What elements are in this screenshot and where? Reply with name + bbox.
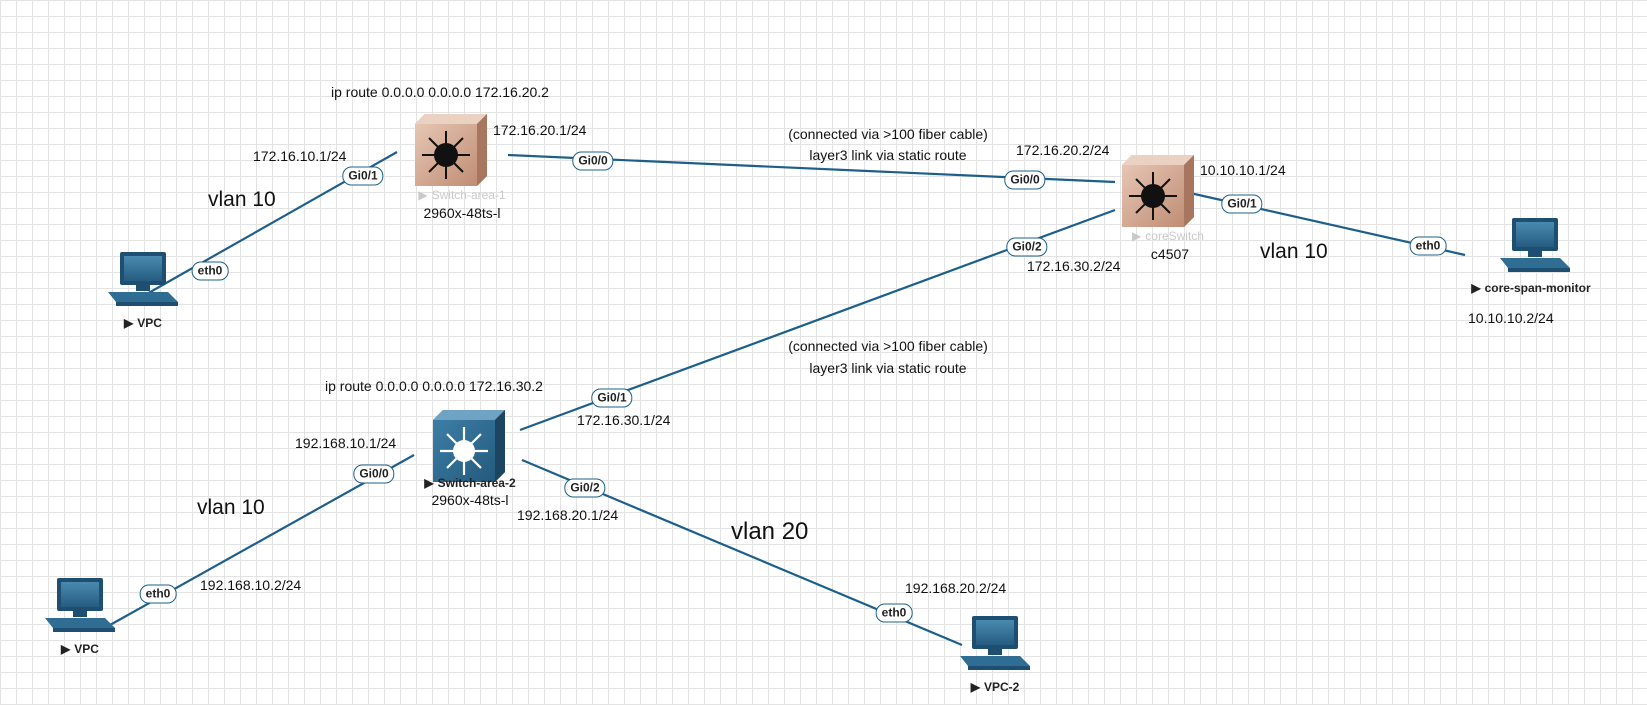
ip-label-10-10-10-1: 10.10.10.1/24 (1200, 162, 1286, 178)
core-span-monitor-name-text: core-span-monitor (1484, 281, 1591, 295)
ip-label-192-168-20-2: 192.168.20.2/24 (905, 580, 1007, 596)
layer3-switch-icon[interactable] (1122, 155, 1194, 227)
vlan-label-bottom-right: vlan 20 (731, 518, 809, 545)
play-triangle-icon: ▶ (1132, 229, 1142, 243)
ip-label-10-10-10-2: 10.10.10.2/24 (1468, 310, 1554, 326)
pc-icon[interactable] (108, 252, 178, 306)
port-sw2-gi0-1[interactable]: Gi0/1 (591, 388, 633, 408)
play-triangle-icon: ▶ (124, 316, 134, 330)
link2-note-line1: (connected via >100 fiber cable) (788, 338, 988, 354)
port-core-gi0-0[interactable]: Gi0/0 (1004, 170, 1046, 190)
vpc-bottom-name[interactable]: ▶VPC (61, 642, 99, 656)
play-triangle-icon: ▶ (61, 642, 71, 656)
layer3-switch-icon[interactable] (415, 114, 487, 186)
ip-label-172-16-20-1: 172.16.20.1/24 (493, 122, 587, 138)
core-switch-model: c4507 (1150, 246, 1190, 262)
port-vpc-bottom-eth0[interactable]: eth0 (139, 584, 177, 604)
ip-label-172-16-30-2: 172.16.30.2/24 (1027, 258, 1121, 274)
link2-note-line2: layer3 link via static route (809, 360, 967, 376)
ip-label-172-16-20-2: 172.16.20.2/24 (1016, 142, 1110, 158)
ip-label-192-168-10-2: 192.168.10.2/24 (200, 577, 302, 593)
vpc-2-name[interactable]: ▶VPC-2 (971, 680, 1020, 694)
switch-area-1-name[interactable]: ▶Switch-area-1 (418, 188, 505, 202)
play-triangle-icon: ▶ (424, 476, 434, 490)
port-core-gi0-2[interactable]: Gi0/2 (1006, 237, 1048, 257)
ip-label-192-168-10-1: 192.168.10.1/24 (295, 435, 397, 451)
ip-label-172-16-10-1: 172.16.10.1/24 (253, 148, 347, 164)
core-span-monitor-name[interactable]: ▶core-span-monitor (1471, 281, 1590, 295)
vpc-top-name-text: VPC (137, 316, 162, 330)
switch-area-2-name[interactable]: ▶Switch-area-2 (424, 476, 515, 490)
switch-area-1-model: 2960x-48ts-l (423, 205, 501, 221)
port-sw1-gi0-1[interactable]: Gi0/1 (342, 166, 384, 186)
port-sw2-gi0-0[interactable]: Gi0/0 (353, 464, 395, 484)
play-triangle-icon: ▶ (970, 680, 980, 694)
vpc-bottom-name-text: VPC (74, 642, 99, 656)
core-switch-name[interactable]: ▶coreSwitch (1132, 229, 1204, 243)
port-core-gi0-1[interactable]: Gi0/1 (1221, 194, 1263, 214)
core-switch-name-text: coreSwitch (1145, 229, 1204, 243)
play-triangle-icon: ▶ (1471, 281, 1481, 295)
switch-area-2-name-text: Switch-area-2 (437, 476, 516, 490)
multilayer-switch-icon[interactable] (433, 410, 505, 482)
vlan-label-top-left: vlan 10 (208, 188, 276, 211)
port-sw1-gi0-0[interactable]: Gi0/0 (572, 151, 614, 171)
play-triangle-icon: ▶ (418, 188, 428, 202)
vpc-2-name-text: VPC-2 (983, 680, 1020, 694)
ip-label-172-16-30-1: 172.16.30.1/24 (577, 412, 671, 428)
vlan-label-core: vlan 10 (1260, 240, 1328, 263)
link1-note-line1: (connected via >100 fiber cable) (788, 126, 988, 142)
vpc-top-name[interactable]: ▶VPC (124, 316, 162, 330)
pc-icon[interactable] (960, 616, 1030, 670)
route-label-switch-area-1: ip route 0.0.0.0 0.0.0.0 172.16.20.2 (331, 84, 549, 100)
route-label-switch-area-2: ip route 0.0.0.0 0.0.0.0 172.16.30.2 (325, 378, 543, 394)
switch-area-2-model: 2960x-48ts-l (431, 492, 509, 508)
pc-icon[interactable] (45, 578, 115, 632)
port-mon-eth0[interactable]: eth0 (1409, 236, 1447, 256)
pc-icon[interactable] (1500, 218, 1570, 272)
port-sw2-gi0-2[interactable]: Gi0/2 (564, 478, 606, 498)
link1-note-line2: layer3 link via static route (809, 147, 967, 163)
port-vpc2-eth0[interactable]: eth0 (875, 603, 913, 623)
vlan-label-bottom-left: vlan 10 (197, 496, 265, 519)
switch-area-1-name-text: Switch-area-1 (431, 188, 506, 202)
port-vpc-top-eth0[interactable]: eth0 (191, 261, 229, 281)
ip-label-192-168-20-1: 192.168.20.1/24 (517, 507, 619, 523)
